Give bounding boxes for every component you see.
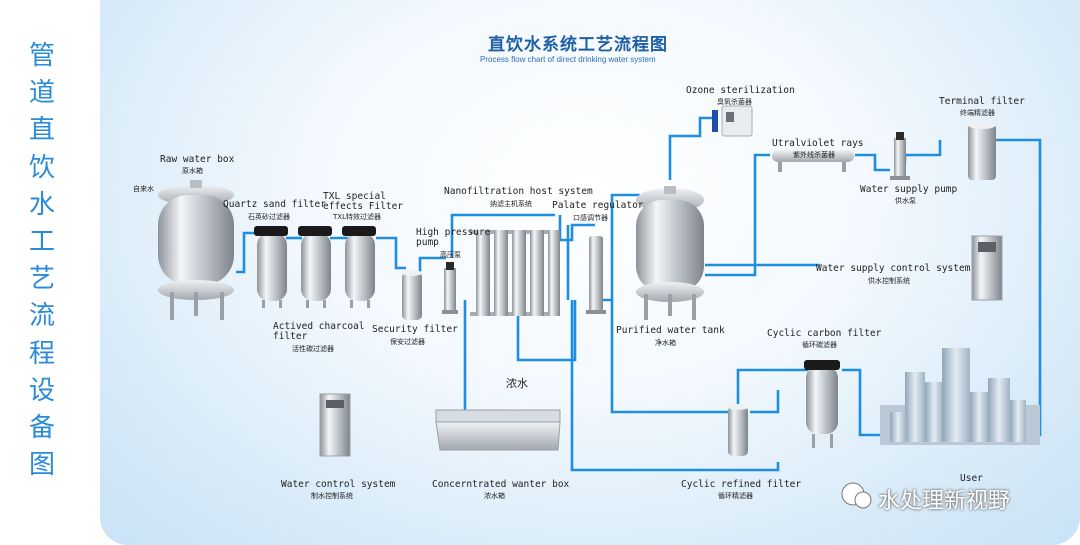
nanofiltration-unit (470, 230, 560, 316)
terminal-filter-cn: 终端精滤器 (960, 109, 995, 117)
charcoal-filter-vessel (342, 226, 376, 308)
side-title-char: 备 (28, 413, 55, 444)
side-title-char: 图 (28, 450, 55, 481)
raw-water-box (158, 180, 234, 320)
purified-water-tank (636, 186, 704, 320)
purified-tank-label: Purified water tank (616, 325, 725, 336)
palate-regulator-cn: 口感调节器 (573, 214, 608, 222)
side-title-char: 道 (28, 78, 55, 109)
charcoal-filter-label-2: filter (273, 331, 308, 342)
txl-filter-vessel (298, 226, 332, 308)
ozone-label: Ozone sterilization (686, 85, 795, 96)
cyclic-carbon-cn: 循环碳滤器 (802, 341, 837, 349)
quartz-sand-filter-label: Quartz sand filter (223, 199, 326, 210)
side-title-char: 工 (28, 227, 55, 258)
concentrate-box-label: Concerntrated wanter box (432, 479, 570, 490)
high-pressure-pump-cn: 高压泵 (440, 251, 461, 259)
uv-sterilizer-unit (772, 150, 854, 172)
wechat-icon (841, 482, 872, 509)
diagram-subtitle: Process flow chart of direct drinking wa… (480, 55, 656, 64)
uv-label: Utralviolet rays (772, 138, 864, 149)
side-title-char: 饮 (28, 152, 55, 183)
side-title-char: 艺 (28, 264, 55, 295)
cyclic-refined-cn: 循环精滤器 (718, 492, 753, 500)
purified-tank-cn: 净水箱 (655, 339, 676, 347)
watermark: 水处理新视野 (832, 483, 1010, 515)
concentrate-box-cn: 浓水箱 (484, 492, 505, 500)
user-label: User (960, 473, 983, 484)
side-title-char: 流 (28, 301, 55, 332)
side-title-char: 水 (28, 189, 55, 220)
supply-pump-label: Water supply pump (860, 184, 958, 195)
side-title: 管 道 直 饮 水 工 艺 流 程 设 备 图 (22, 38, 62, 484)
raw-water-box-label: Raw water box (160, 154, 235, 165)
supply-control-cn: 供水控制系统 (868, 277, 910, 285)
high-pressure-pump-label-1: High pressure (416, 227, 491, 238)
quartz-sand-filter-vessel (254, 226, 288, 308)
cyclic-refined-vessel (728, 404, 748, 456)
security-filter-cn: 保安过滤器 (390, 338, 425, 346)
water-supply-pump-unit (890, 132, 910, 180)
terminal-filter-unit (968, 121, 996, 180)
security-filter-label: Security filter (372, 324, 458, 335)
concentrate-pipe-label: 浓水 (506, 377, 528, 390)
water-control-cabinet (319, 393, 351, 457)
supply-control-label: Water supply control system (816, 263, 971, 274)
side-title-char: 管 (28, 41, 55, 71)
charcoal-filter-cn: 活性碳过滤器 (292, 345, 334, 353)
water-control-label: Water control system (281, 479, 396, 490)
side-title-char: 直 (28, 115, 55, 146)
raw-water-box-cn: 原水箱 (182, 167, 203, 175)
city-buildings (880, 348, 1040, 445)
txl-filter-cn: TXL特效过滤器 (333, 213, 381, 221)
quartz-sand-filter-cn: 石英砂过滤器 (248, 213, 290, 221)
security-filter-vessel (402, 270, 422, 320)
high-pressure-pump-label-2: pump (416, 237, 439, 248)
ozone-cn: 臭氧杀菌器 (717, 98, 752, 106)
supply-control-cabinet (971, 235, 1003, 301)
palate-regulator-label: Palate regulator (552, 200, 644, 211)
tap-water-label: 自来水 (133, 185, 154, 193)
high-pressure-pump-unit (442, 262, 458, 314)
palate-regulator-unit (586, 236, 606, 314)
concentrate-box-unit (435, 409, 561, 451)
nanofiltration-label: Nanofiltration host system (444, 186, 593, 197)
charcoal-filter-label-1: Actived charcoal (273, 321, 365, 332)
water-control-cn: 制水控制系统 (311, 492, 353, 500)
side-title-char: 设 (28, 375, 55, 406)
nanofiltration-cn: 纳滤主机系统 (490, 200, 532, 208)
cyclic-refined-label: Cyclic refined filter (681, 479, 802, 490)
txl-filter-label-2: effects Filter (323, 201, 404, 212)
diagram-title: 直饮水系统工艺流程图 (488, 35, 668, 55)
cyclic-carbon-vessel (804, 360, 840, 448)
cyclic-carbon-label: Cyclic carbon filter (767, 328, 882, 339)
txl-filter-label-1: TXL special (323, 191, 386, 202)
terminal-filter-label: Terminal filter (939, 96, 1025, 107)
watermark-text: 水处理新视野 (878, 489, 1011, 514)
ozone-sterilizer-unit (712, 105, 753, 137)
supply-pump-cn: 供水泵 (895, 197, 916, 205)
uv-cn: 紫外线杀菌器 (793, 151, 835, 159)
side-title-char: 程 (28, 338, 55, 369)
